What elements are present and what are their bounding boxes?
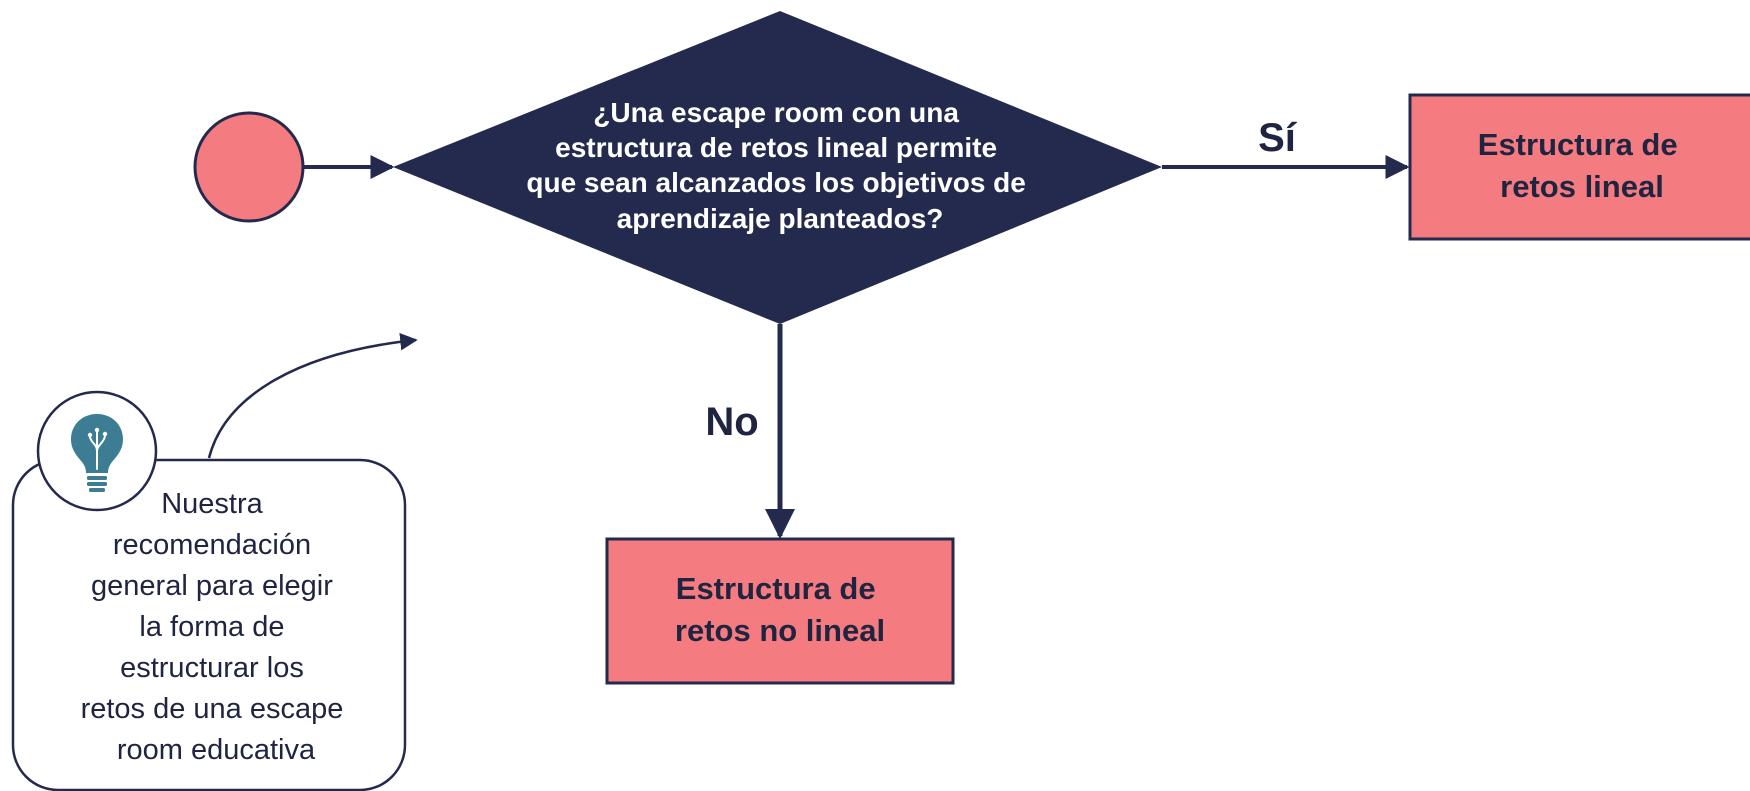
lightbulb-icon	[71, 414, 123, 492]
tip-line-6: retos de una escape	[81, 693, 344, 725]
no-result-box	[605, 537, 955, 685]
no-result-line-1: Estructura de	[676, 571, 876, 606]
no-label: No	[705, 400, 758, 444]
decision-line-3: que sean alcanzados los objetivos de	[526, 167, 1026, 198]
tip-line-4: la forma de	[139, 611, 284, 643]
decision-line-1: ¿Una escape room con una	[593, 97, 959, 128]
start-node	[193, 111, 305, 223]
tip-pointer-arrow	[207, 332, 418, 459]
yes-result-label: Estructura de retos lineal	[1478, 127, 1686, 204]
tip-text: Nuestra recomendación general para elegi…	[81, 488, 352, 766]
yes-result-box	[1408, 93, 1750, 241]
decision-line-4: aprendizaje planteados?	[617, 203, 944, 234]
yes-label: Sí	[1258, 116, 1298, 160]
decision-diamond	[393, 11, 1162, 324]
no-result-label: Estructura de retos no lineal	[675, 571, 885, 648]
tip-line-1: Nuestra	[161, 488, 263, 520]
tip-line-2: recomendación	[113, 529, 311, 561]
decision-question: ¿Una escape room con una estructura de r…	[526, 97, 1033, 234]
yes-result-line-2: retos lineal	[1500, 169, 1664, 204]
tip-box	[11, 458, 407, 791]
tip-line-5: estructurar los	[120, 652, 304, 684]
no-result-line-2: retos no lineal	[675, 613, 885, 648]
decision-line-2: estructura de retos lineal permite	[555, 132, 997, 163]
tip-line-7: room educativa	[117, 734, 316, 766]
tip-line-3: general para elegir	[91, 570, 333, 602]
yes-result-line-1: Estructura de	[1478, 127, 1678, 162]
